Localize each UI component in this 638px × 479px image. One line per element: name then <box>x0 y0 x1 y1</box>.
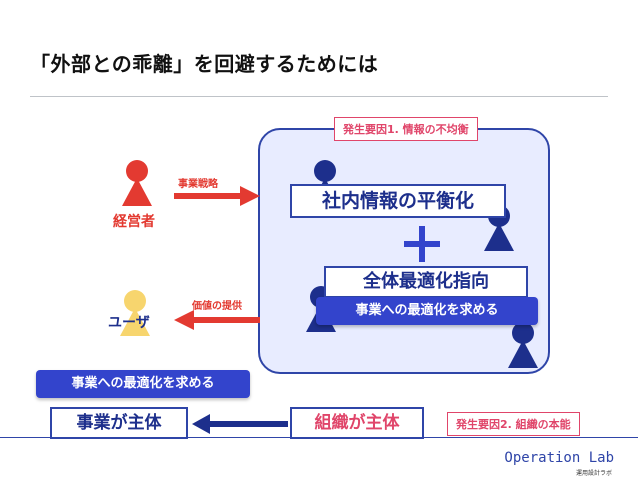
manager-person-icon <box>122 160 152 206</box>
footer-logo: Operation Lab <box>504 450 614 466</box>
business-centric-box: 事業が主体 <box>50 407 188 439</box>
arrow-left-icon <box>174 310 260 330</box>
manager-label: 経営者 <box>113 214 155 230</box>
business-optimize-overlay: 事業への最適化を求める <box>36 370 250 398</box>
org-centric-box: 組織が主体 <box>290 407 424 439</box>
value-arrow-label: 価値の提供 <box>192 301 242 312</box>
balance-label-box: 社内情報の平衡化 <box>290 184 506 218</box>
optimize-label-box: 全体最適化指向 <box>324 266 528 298</box>
arrow-right-icon <box>174 186 260 206</box>
internal-panel <box>258 128 550 374</box>
arrow-left-icon <box>192 414 288 434</box>
user-person-icon <box>120 290 150 336</box>
footer-logo-subtitle: 運用設計ラボ <box>575 470 612 477</box>
user-label: ユーザ <box>108 315 150 331</box>
plus-icon <box>404 226 440 262</box>
member-person-icon <box>508 322 538 368</box>
slide-title: 「外部との乖離」を回避するためには <box>30 52 379 76</box>
cause-1-tag: 発生要因1. 情報の不均衡 <box>334 117 478 141</box>
panel-optimize-overlay: 事業への最適化を求める <box>316 297 538 325</box>
strategy-arrow-label: 事業戦略 <box>178 179 218 190</box>
cause-2-tag: 発生要因2. 組織の本能 <box>447 412 580 436</box>
title-divider <box>30 96 608 97</box>
footer-divider <box>0 437 638 438</box>
